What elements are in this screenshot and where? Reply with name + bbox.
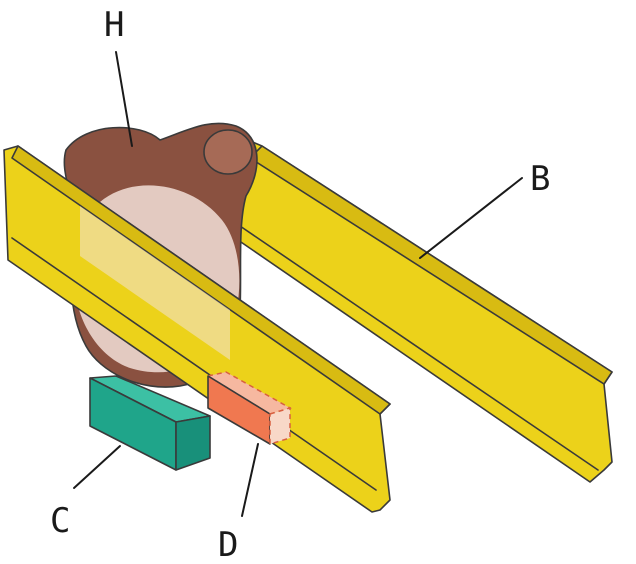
leader-b <box>420 178 522 258</box>
leader-c <box>74 446 120 488</box>
label-b: B <box>530 159 550 199</box>
pivot-hole <box>204 130 252 174</box>
leader-d <box>242 444 258 516</box>
label-h: H <box>104 5 124 45</box>
label-c: C <box>50 501 70 541</box>
label-d: D <box>218 525 238 564</box>
